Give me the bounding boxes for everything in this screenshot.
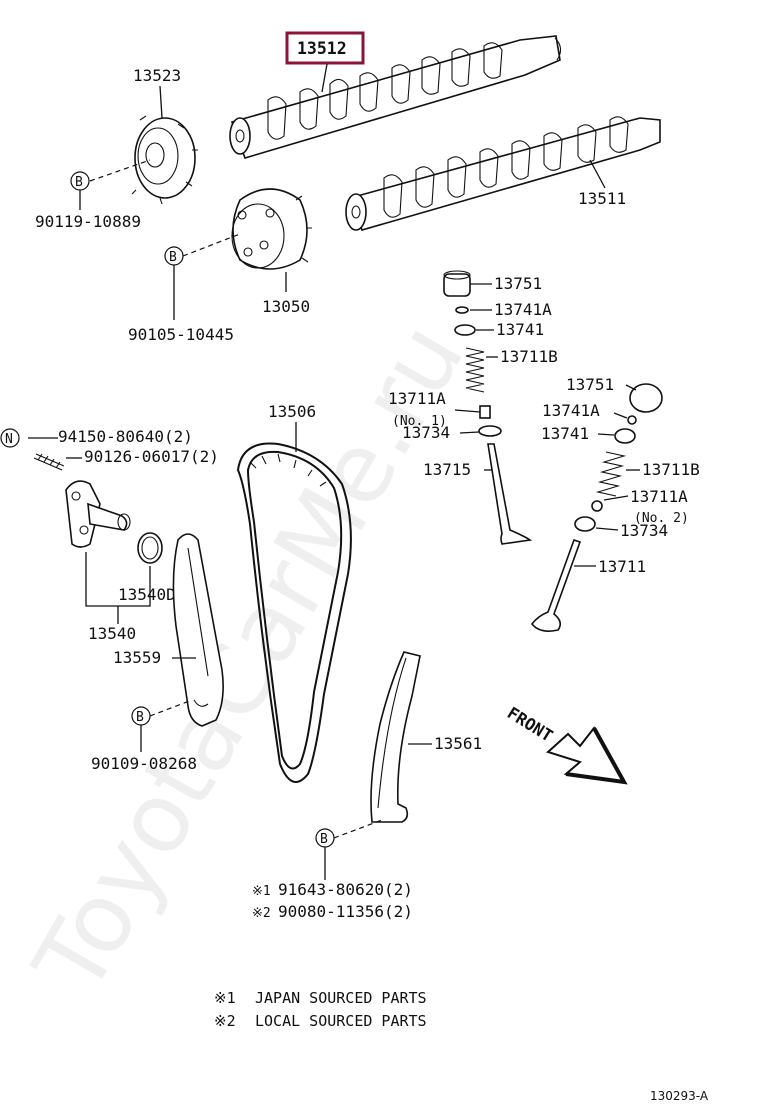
spring-13711B-a[interactable] bbox=[465, 347, 485, 393]
camshaft-13512[interactable] bbox=[229, 35, 562, 159]
chain-tensioner-13540[interactable] bbox=[65, 480, 131, 548]
label-94150-80640[interactable]: 94150-80640(2) bbox=[58, 427, 193, 446]
label-13540[interactable]: 13540 bbox=[88, 624, 136, 643]
valve-13711[interactable] bbox=[530, 538, 582, 632]
leader-13734-b bbox=[595, 527, 619, 531]
label-13512[interactable]: 13512 bbox=[297, 39, 347, 58]
leader-90109 bbox=[149, 699, 193, 717]
label-90126-06017[interactable]: 90126-06017(2) bbox=[84, 447, 219, 466]
n-circle-94150 bbox=[0, 428, 20, 448]
stud-90126[interactable] bbox=[33, 453, 65, 471]
note-1-text: JAPAN SOURCED PARTS bbox=[255, 989, 427, 1007]
label-13741-b[interactable]: 13741 bbox=[541, 424, 589, 443]
front-label: FRONT bbox=[504, 703, 556, 745]
mark1-label: ※1 bbox=[252, 884, 271, 899]
n-letter-94150: N bbox=[5, 432, 13, 447]
leader-13741-b bbox=[597, 433, 615, 436]
label-13540D[interactable]: 13540D bbox=[118, 585, 176, 604]
highlight-box-13512 bbox=[285, 31, 365, 65]
timing-chain-13506[interactable] bbox=[236, 442, 352, 783]
label-13741A-b[interactable]: 13741A bbox=[542, 401, 600, 420]
label-13741-a[interactable]: 13741 bbox=[496, 320, 544, 339]
valve-13715[interactable] bbox=[487, 443, 533, 545]
b-letter-90105: B bbox=[169, 250, 177, 265]
label-91643-80620[interactable]: 91643-80620(2) bbox=[278, 880, 413, 899]
figure-reference: 130293-A bbox=[650, 1089, 709, 1103]
seal-13734-b[interactable] bbox=[574, 516, 596, 532]
label-no2: (No. 2) bbox=[634, 511, 689, 526]
label-13711[interactable]: 13711 bbox=[598, 557, 646, 576]
label-13559[interactable]: 13559 bbox=[113, 648, 161, 667]
valve-lifter-13751-a[interactable] bbox=[443, 270, 471, 297]
label-13511[interactable]: 13511 bbox=[578, 189, 626, 208]
label-90119-10889[interactable]: 90119-10889 bbox=[35, 212, 141, 231]
leader-13734-a bbox=[459, 431, 480, 434]
label-13734-b[interactable]: 13734 bbox=[620, 521, 668, 540]
label-13561[interactable]: 13561 bbox=[434, 734, 482, 753]
leader-90119 bbox=[89, 159, 151, 182]
label-13711A-b[interactable]: 13711A bbox=[630, 487, 688, 506]
b-letter-90119: B bbox=[75, 175, 83, 190]
leader-13512 bbox=[321, 63, 328, 93]
label-13506[interactable]: 13506 bbox=[268, 402, 316, 421]
seal-13734-a[interactable] bbox=[478, 425, 502, 437]
leader-13523 bbox=[159, 85, 163, 119]
leader-13751-b bbox=[625, 384, 637, 391]
label-90105-10445[interactable]: 90105-10445 bbox=[128, 325, 234, 344]
vvt-gear-13050[interactable] bbox=[231, 188, 312, 270]
tensioner-slipper-13559[interactable] bbox=[172, 533, 224, 727]
label-13741A-a[interactable]: 13741A bbox=[494, 300, 552, 319]
shim-13741A-b[interactable] bbox=[627, 415, 637, 425]
leader-90105 bbox=[182, 233, 241, 257]
label-90080-11356[interactable]: 90080-11356(2) bbox=[278, 902, 413, 921]
label-13751-a[interactable]: 13751 bbox=[494, 274, 542, 293]
spring-13711B-b[interactable] bbox=[595, 451, 627, 497]
label-13715[interactable]: 13715 bbox=[423, 460, 471, 479]
label-13523[interactable]: 13523 bbox=[133, 66, 181, 85]
valve-lifter-13751-b[interactable] bbox=[629, 383, 663, 413]
b-letter-91643: B bbox=[320, 832, 328, 847]
label-13711B-b[interactable]: 13711B bbox=[642, 460, 700, 479]
front-arrow-icon bbox=[546, 726, 628, 785]
chain-guide-13561[interactable] bbox=[370, 651, 421, 823]
b-letter-90109: B bbox=[136, 710, 144, 725]
label-13711B-a[interactable]: 13711B bbox=[500, 347, 558, 366]
label-13711A-a[interactable]: 13711A bbox=[388, 389, 446, 408]
label-no1: (No. 1) bbox=[392, 414, 447, 429]
note-2-text: LOCAL SOURCED PARTS bbox=[255, 1012, 427, 1030]
o-ring-13540D[interactable] bbox=[137, 532, 163, 564]
seat-13711A-b[interactable] bbox=[591, 500, 603, 512]
label-90109-08268[interactable]: 90109-08268 bbox=[91, 754, 197, 773]
leader-13741A-b bbox=[613, 412, 628, 419]
shim-13741A-a[interactable] bbox=[455, 306, 469, 314]
label-13050[interactable]: 13050 bbox=[262, 297, 310, 316]
leader-13511 bbox=[589, 159, 606, 189]
label-13751-b[interactable]: 13751 bbox=[566, 375, 614, 394]
leader-13711A-a bbox=[454, 409, 481, 413]
seat-13711A-a[interactable] bbox=[479, 405, 491, 419]
note-2-mark: ※2 bbox=[214, 1012, 236, 1030]
label-13734-a[interactable]: 13734 bbox=[402, 423, 450, 442]
sprocket-13523[interactable] bbox=[131, 115, 198, 205]
retainer-13741-a[interactable] bbox=[454, 324, 476, 336]
mark2-label: ※2 bbox=[252, 906, 271, 921]
camshaft-13511[interactable] bbox=[345, 116, 661, 231]
retainer-13741-b[interactable] bbox=[614, 428, 636, 444]
note-1-mark: ※1 bbox=[214, 989, 236, 1007]
leader-13711A-b bbox=[603, 495, 629, 501]
